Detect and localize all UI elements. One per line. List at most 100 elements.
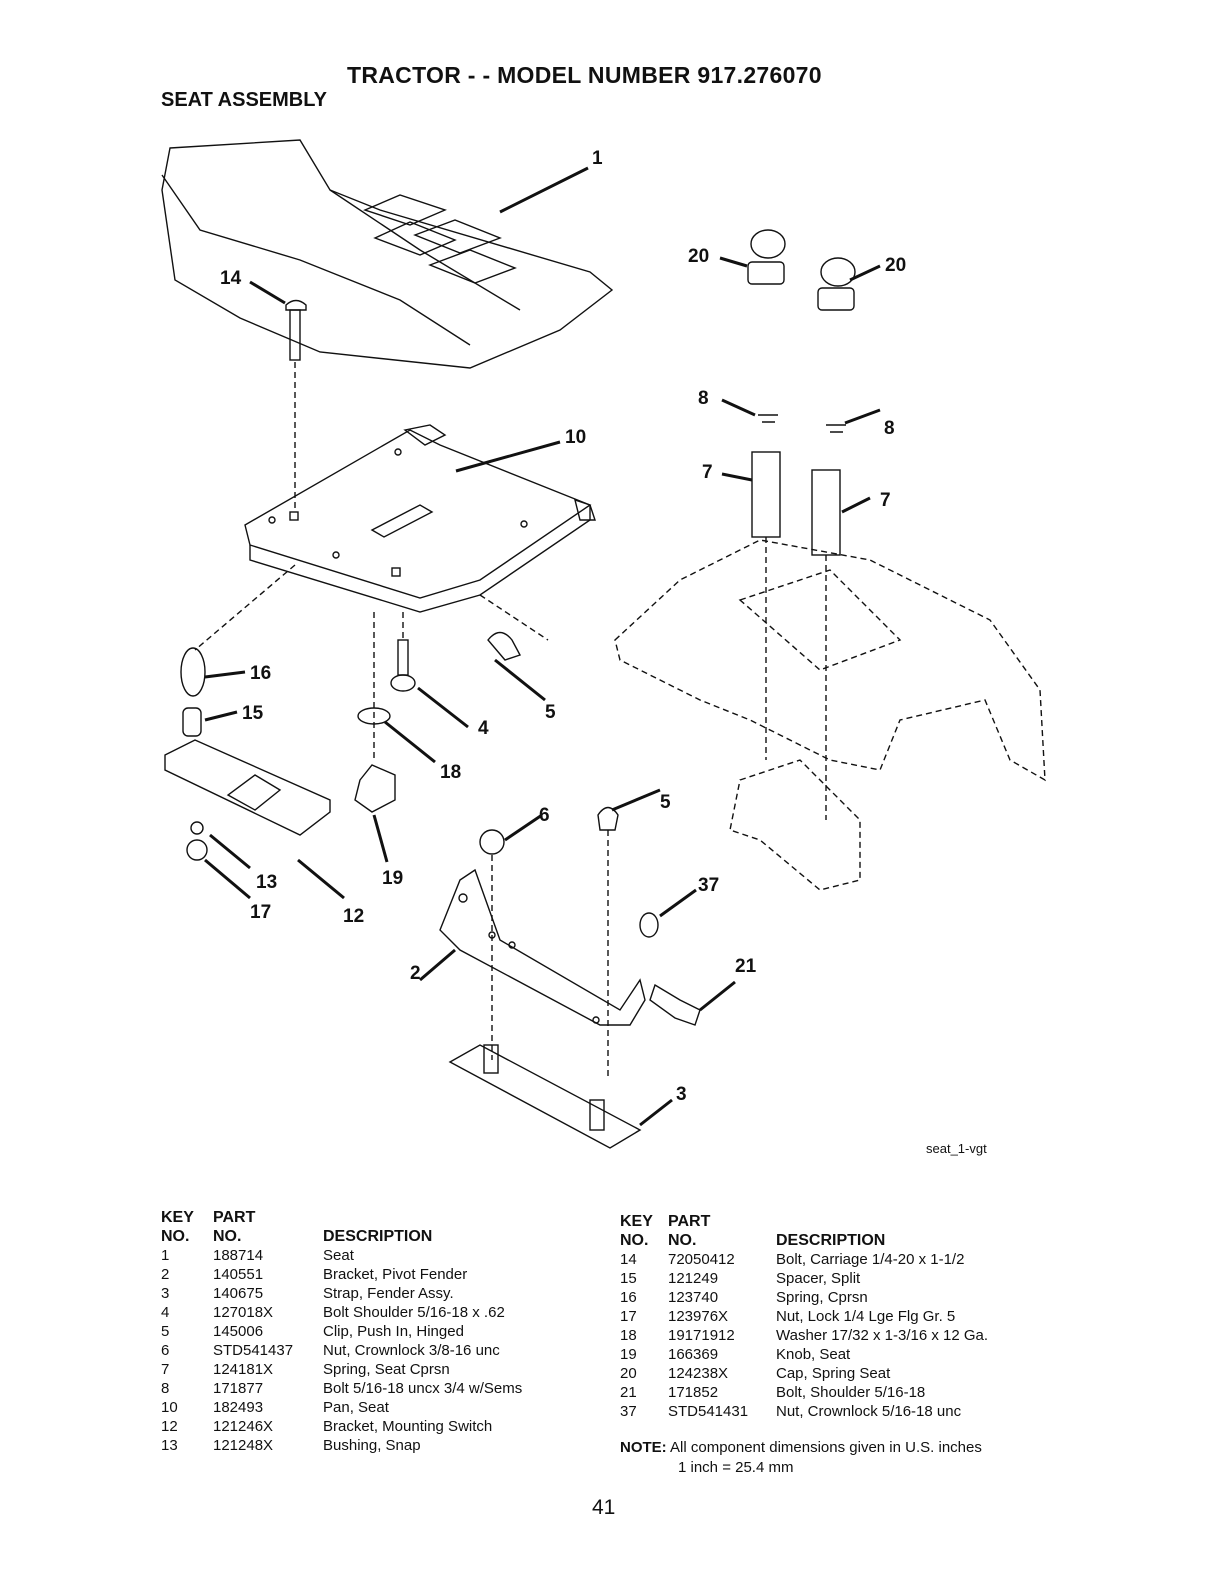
fender-strap-part: [448, 1044, 673, 1149]
part-number: 171852: [668, 1384, 719, 1401]
part-description: Bolt Shoulder 5/16-18 x .62: [323, 1304, 505, 1321]
table-row: 13 121248X Bushing, Snap: [161, 1436, 581, 1455]
part-description: Bracket, Pivot Fender: [323, 1266, 468, 1283]
part-key: 4: [161, 1304, 170, 1321]
callout-6: 6: [539, 805, 550, 826]
note-line-2: 1 inch = 25.4 mm: [678, 1459, 794, 1476]
center-hardware-part: [354, 612, 469, 863]
part-number: 171877: [213, 1380, 264, 1397]
part-description: Bushing, Snap: [323, 1437, 421, 1454]
part-description: Bracket, Mounting Switch: [323, 1418, 493, 1435]
table-row: 8 171877 Bolt 5/16-18 uncx 3/4 w/Sems: [161, 1379, 581, 1398]
section-title: SEAT ASSEMBLY: [161, 89, 327, 111]
part-number: 121246X: [213, 1418, 274, 1435]
seat-pan-part: [244, 424, 596, 613]
dimension-note: NOTE: All component dimensions given in …: [620, 1438, 982, 1478]
part-number: 182493: [213, 1399, 264, 1416]
callout-20-left: 20: [688, 246, 710, 267]
part-number: 188714: [213, 1247, 264, 1264]
part-description: Spacer, Split: [776, 1270, 861, 1287]
part-description: Nut, Crownlock 5/16-18 unc: [776, 1403, 962, 1420]
header-description: DESCRIPTION: [323, 1228, 433, 1245]
part-key: 20: [620, 1365, 637, 1382]
part-key: 19: [620, 1346, 637, 1363]
callout-14: 14: [220, 268, 242, 289]
part-key: 5: [161, 1323, 170, 1340]
callout-20-right: 20: [885, 255, 907, 276]
callout-10: 10: [565, 427, 587, 448]
part-description: Washer 17/32 x 1-3/16 x 12 Ga.: [776, 1327, 989, 1344]
note-line-1: All component dimensions given in U.S. i…: [670, 1439, 982, 1456]
fender-part: [614, 539, 1046, 891]
callout-4: 4: [478, 718, 489, 739]
page-number: 41: [592, 1496, 616, 1519]
part-key: 3: [161, 1285, 170, 1302]
callout-16: 16: [250, 663, 272, 684]
part-description: Clip, Push In, Hinged: [323, 1323, 464, 1340]
callout-8-left: 8: [698, 388, 709, 409]
callout-12: 12: [343, 906, 365, 927]
callout-5-lower: 5: [660, 792, 671, 813]
part-description: Spring, Cprsn: [776, 1289, 868, 1306]
callout-7-right: 7: [880, 490, 891, 511]
part-key: 15: [620, 1270, 637, 1287]
part-description: Cap, Spring Seat: [776, 1365, 891, 1382]
part-key: 16: [620, 1289, 637, 1306]
part-number: 140551: [213, 1266, 264, 1283]
pivot-fender-bracket-part: [419, 788, 736, 1080]
header-part-no: NO.: [668, 1232, 697, 1249]
part-number: 145006: [213, 1323, 264, 1340]
part-number: 127018X: [213, 1304, 274, 1321]
page-title: TRACTOR - - MODEL NUMBER 917.276070: [347, 62, 822, 88]
table-row: 5 145006 Clip, Push In, Hinged: [161, 1322, 581, 1341]
part-description: Seat: [323, 1247, 354, 1264]
table-row: 1 188714 Seat: [161, 1246, 581, 1265]
part-key: 21: [620, 1384, 637, 1401]
part-key: 14: [620, 1251, 637, 1268]
image-reference: seat_1-vgt: [926, 1141, 987, 1156]
part-number: 72050412: [668, 1251, 735, 1268]
part-number: 140675: [213, 1285, 264, 1302]
part-description: Bolt 5/16-18 uncx 3/4 w/Sems: [323, 1380, 523, 1397]
note-label: NOTE:: [620, 1439, 667, 1456]
seat-assembly-diagram: [161, 139, 1046, 1149]
header-part: PART: [668, 1213, 711, 1230]
callout-8-right: 8: [884, 418, 895, 439]
header-part: PART: [213, 1209, 256, 1226]
seat-springs-part: [719, 229, 881, 820]
callout-2: 2: [410, 963, 421, 984]
callout-18: 18: [440, 762, 462, 783]
part-description: Bolt, Shoulder 5/16-18: [776, 1384, 926, 1401]
callout-3: 3: [676, 1084, 687, 1105]
part-number: 121248X: [213, 1437, 274, 1454]
part-number: 124181X: [213, 1361, 274, 1378]
callout-13: 13: [256, 872, 278, 893]
header-part-no: NO.: [213, 1228, 242, 1245]
part-description: Pan, Seat: [323, 1399, 389, 1416]
callout-17: 17: [250, 902, 272, 923]
part-description: Nut, Crownlock 3/8-16 unc: [323, 1342, 500, 1359]
part-key: 17: [620, 1308, 637, 1325]
header-description: DESCRIPTION: [776, 1232, 886, 1249]
part-number: 123976X: [668, 1308, 729, 1325]
callout-1: 1: [592, 148, 603, 169]
part-number: 124238X: [668, 1365, 729, 1382]
part-key: 1: [161, 1247, 170, 1264]
clip-upper-part: [479, 594, 549, 702]
callout-21: 21: [735, 956, 757, 977]
part-key: 8: [161, 1380, 170, 1397]
part-description: Knob, Seat: [776, 1346, 851, 1363]
carriage-bolt-part: [249, 280, 307, 512]
callout-37: 37: [698, 875, 720, 896]
part-key: 13: [161, 1437, 178, 1454]
